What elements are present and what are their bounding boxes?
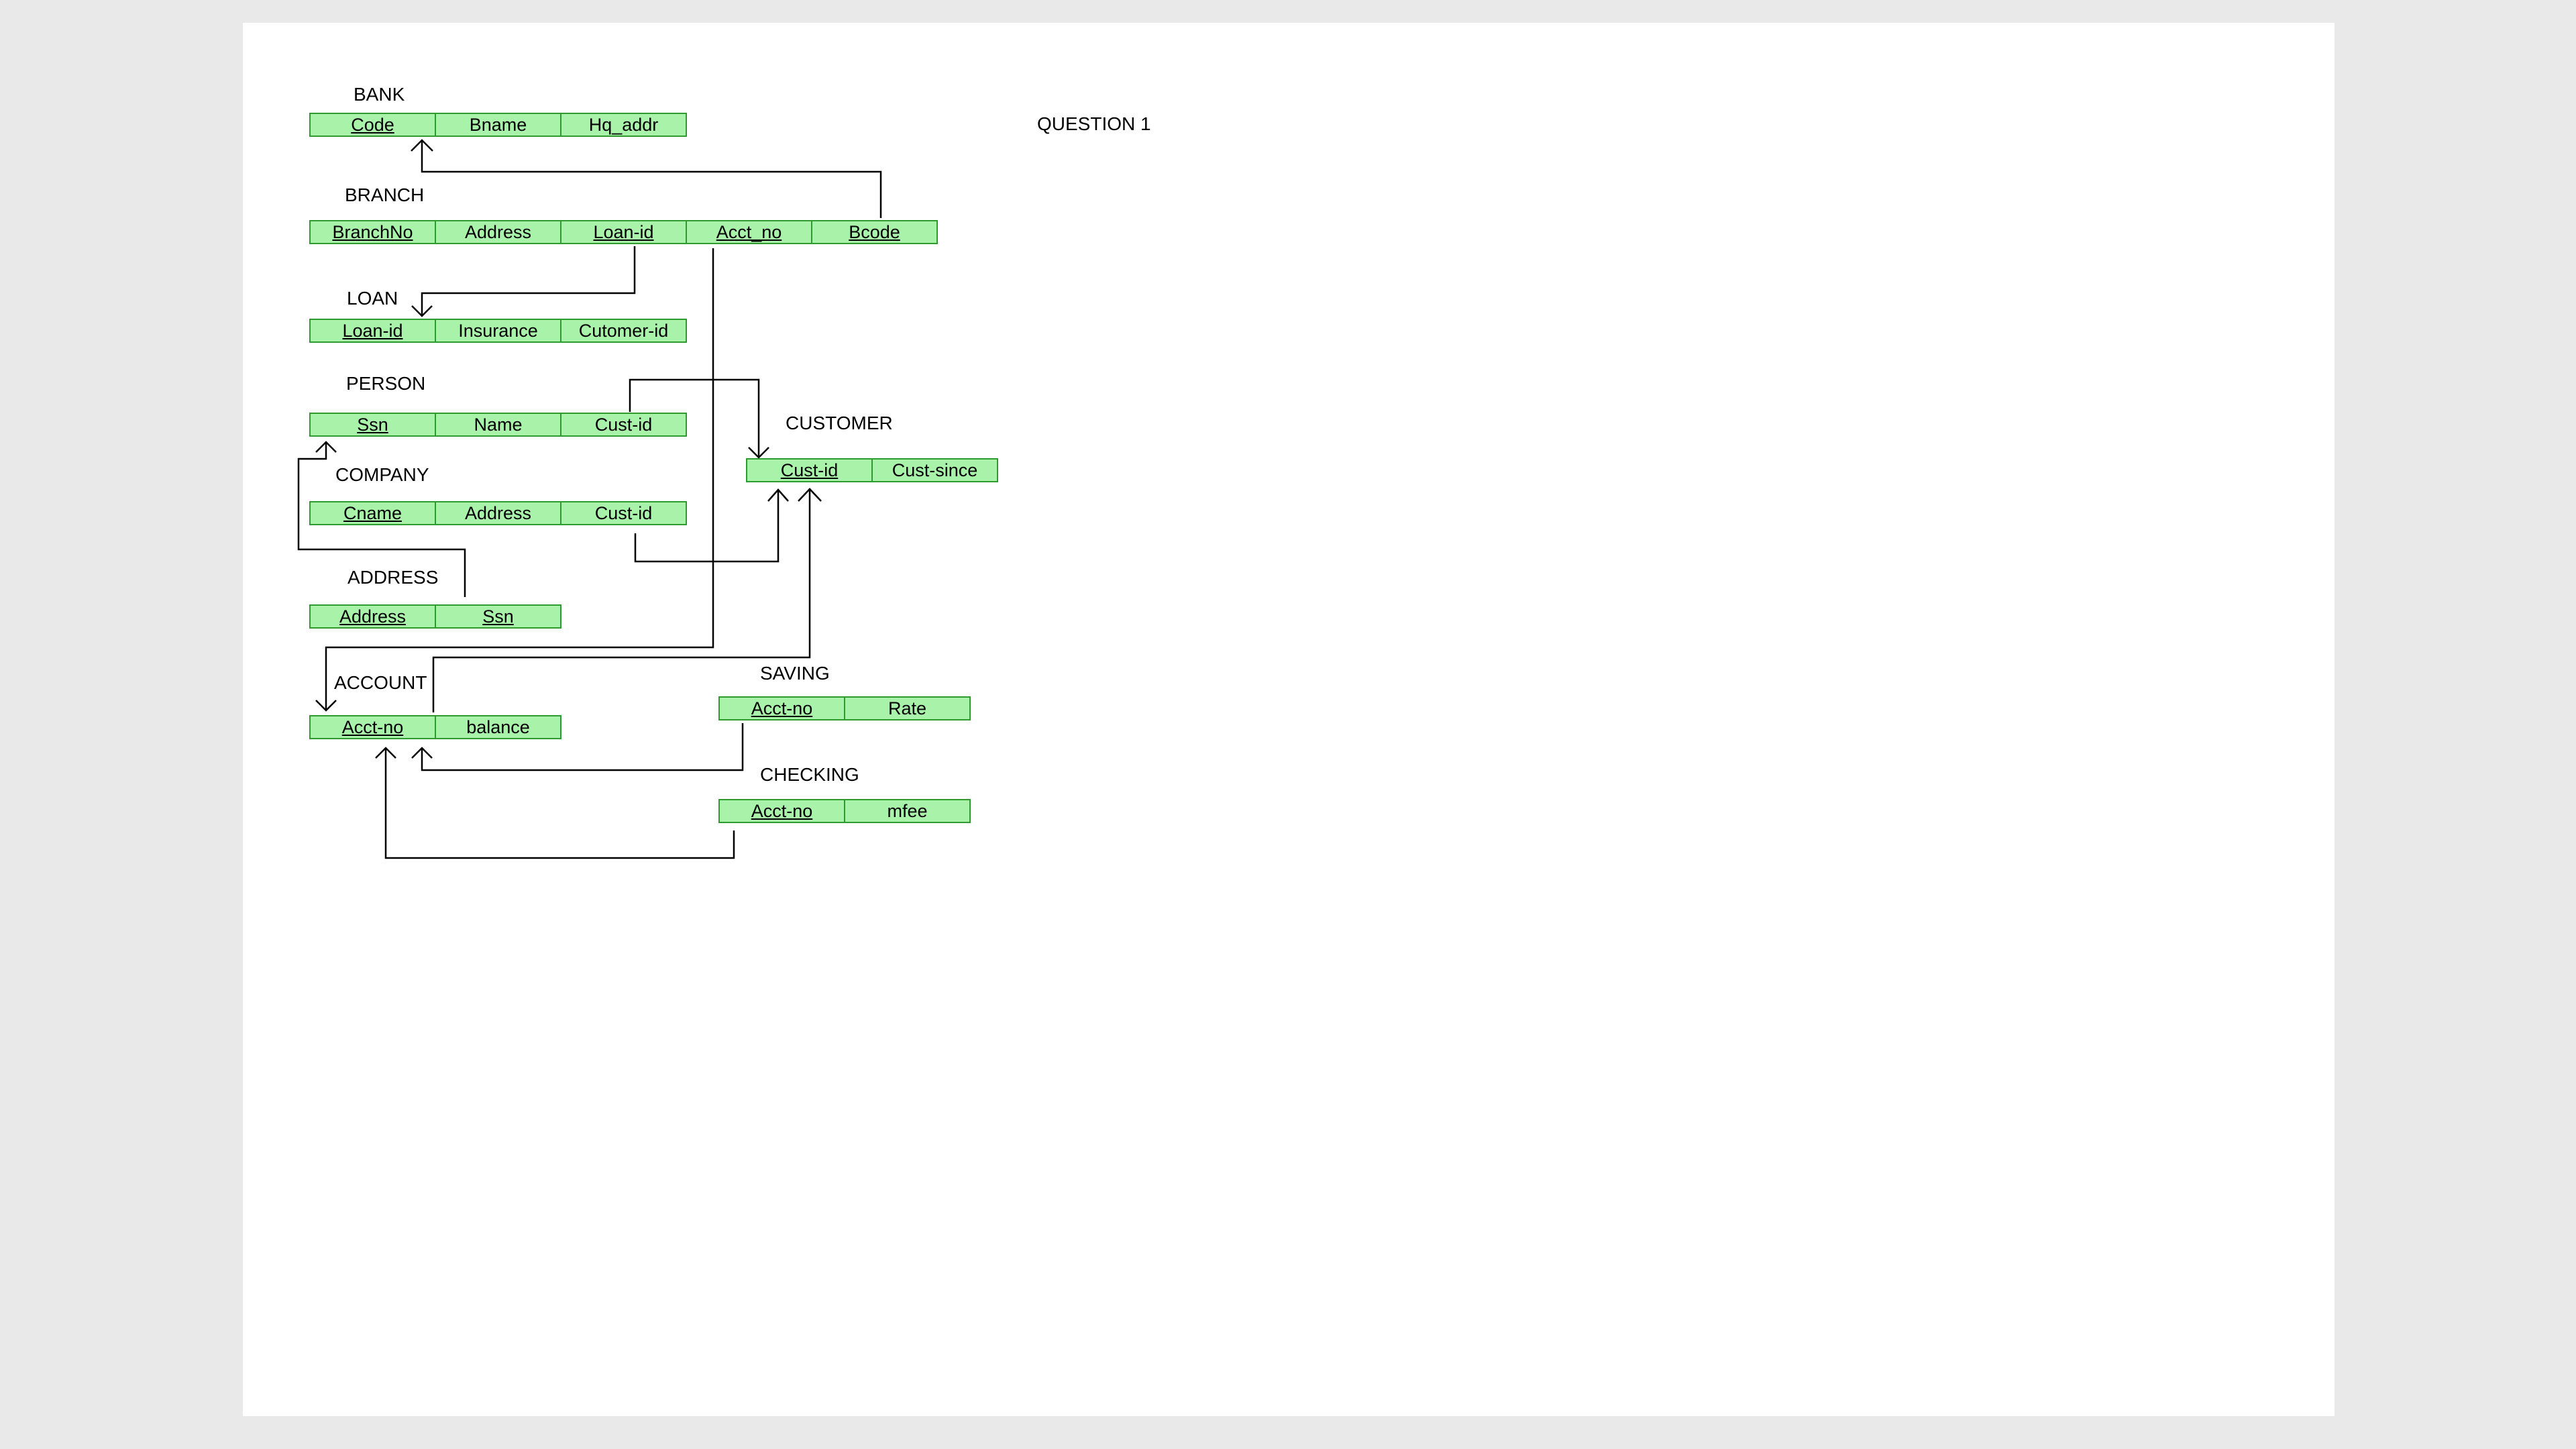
table-bank: Code Bname Hq_addr — [309, 113, 687, 137]
person-field-cust-id: Cust-id — [560, 413, 687, 437]
table-name-checking: CHECKING — [760, 764, 859, 785]
table-company: Cname Address Cust-id — [309, 501, 687, 525]
saving-field-rate: Rate — [844, 696, 971, 720]
branch-field-acct-no: Acct_no — [686, 220, 812, 244]
bank-field-hq-addr: Hq_addr — [560, 113, 687, 137]
branch-field-loan-id: Loan-id — [560, 220, 687, 244]
table-loan: Loan-id Insurance Cutomer-id — [309, 319, 687, 343]
branch-field-bcode: Bcode — [811, 220, 938, 244]
address-field-address: Address — [309, 604, 436, 629]
branch-field-branchno: BranchNo — [309, 220, 436, 244]
question-label: QUESTION 1 — [1037, 113, 1151, 134]
table-name-company: COMPANY — [335, 464, 429, 485]
table-name-saving: SAVING — [760, 663, 830, 684]
customer-field-cust-id: Cust-id — [746, 458, 873, 482]
table-person: Ssn Name Cust-id — [309, 413, 687, 437]
table-checking: Acct-no mfee — [718, 799, 971, 823]
loan-field-cutomer-id: Cutomer-id — [560, 319, 687, 343]
table-saving: Acct-no Rate — [718, 696, 971, 720]
account-field-acct-no: Acct-no — [309, 715, 436, 739]
table-branch: BranchNo Address Loan-id Acct_no Bcode — [309, 220, 938, 244]
saving-field-acct-no: Acct-no — [718, 696, 845, 720]
customer-field-cust-since: Cust-since — [871, 458, 998, 482]
table-name-bank: BANK — [354, 84, 405, 105]
loan-field-insurance: Insurance — [435, 319, 561, 343]
table-name-loan: LOAN — [347, 288, 398, 309]
table-address: Address Ssn — [309, 604, 561, 629]
account-field-balance: balance — [435, 715, 561, 739]
company-field-cust-id: Cust-id — [560, 501, 687, 525]
checking-field-mfee: mfee — [844, 799, 971, 823]
person-field-ssn: Ssn — [309, 413, 436, 437]
table-account: Acct-no balance — [309, 715, 561, 739]
table-name-address: ADDRESS — [347, 567, 439, 588]
company-field-address: Address — [435, 501, 561, 525]
checking-field-acct-no: Acct-no — [718, 799, 845, 823]
company-field-cname: Cname — [309, 501, 436, 525]
table-customer: Cust-id Cust-since — [746, 458, 998, 482]
table-name-branch: BRANCH — [345, 184, 425, 205]
table-name-customer: CUSTOMER — [786, 413, 893, 433]
bank-field-bname: Bname — [435, 113, 561, 137]
loan-field-loan-id: Loan-id — [309, 319, 436, 343]
address-field-ssn: Ssn — [435, 604, 561, 629]
branch-field-address: Address — [435, 220, 561, 244]
bank-field-code: Code — [309, 113, 436, 137]
table-name-account: ACCOUNT — [334, 672, 427, 693]
table-name-person: PERSON — [346, 373, 426, 394]
person-field-name: Name — [435, 413, 561, 437]
